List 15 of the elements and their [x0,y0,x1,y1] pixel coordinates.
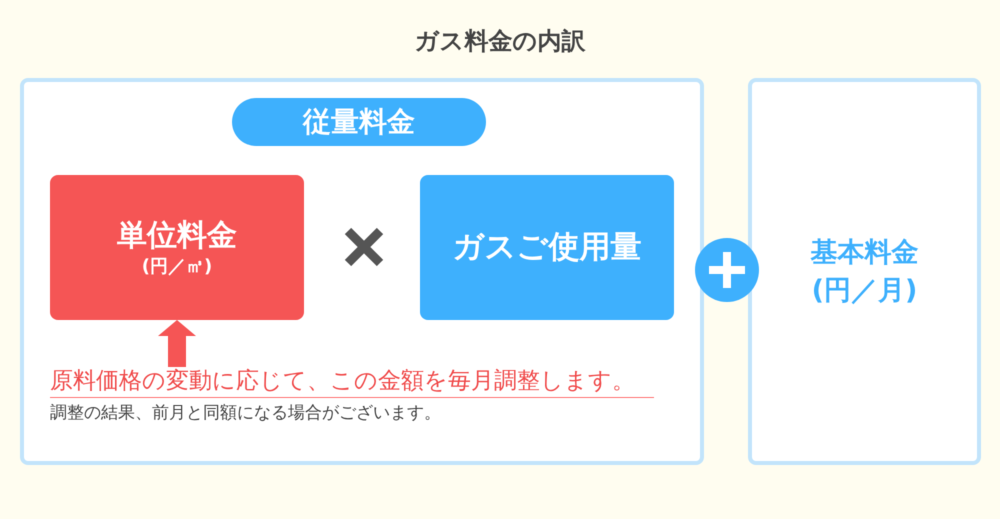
arrow [158,320,196,367]
term-box [420,175,674,320]
unit-label: (円／月) [812,274,918,308]
footnote-text: 調整の結果、前月と同額になる場合がございます。 [50,402,441,424]
group-panel [20,78,704,465]
term-box [50,175,304,320]
title: ガス料金の内訳 [414,27,586,56]
term-title: ガスご使用量 [452,228,642,268]
note-text: 原料価格の変動に応じて、この金額を毎月調整します。 [50,367,654,398]
heading-pill [232,98,486,146]
fee-panel [748,78,981,465]
unit-label: (円／㎥) [142,254,212,278]
fee-title: 基本料金 [810,236,918,270]
heading-text: 従量料金 [303,105,415,139]
term-title: 単位料金 [117,217,237,255]
